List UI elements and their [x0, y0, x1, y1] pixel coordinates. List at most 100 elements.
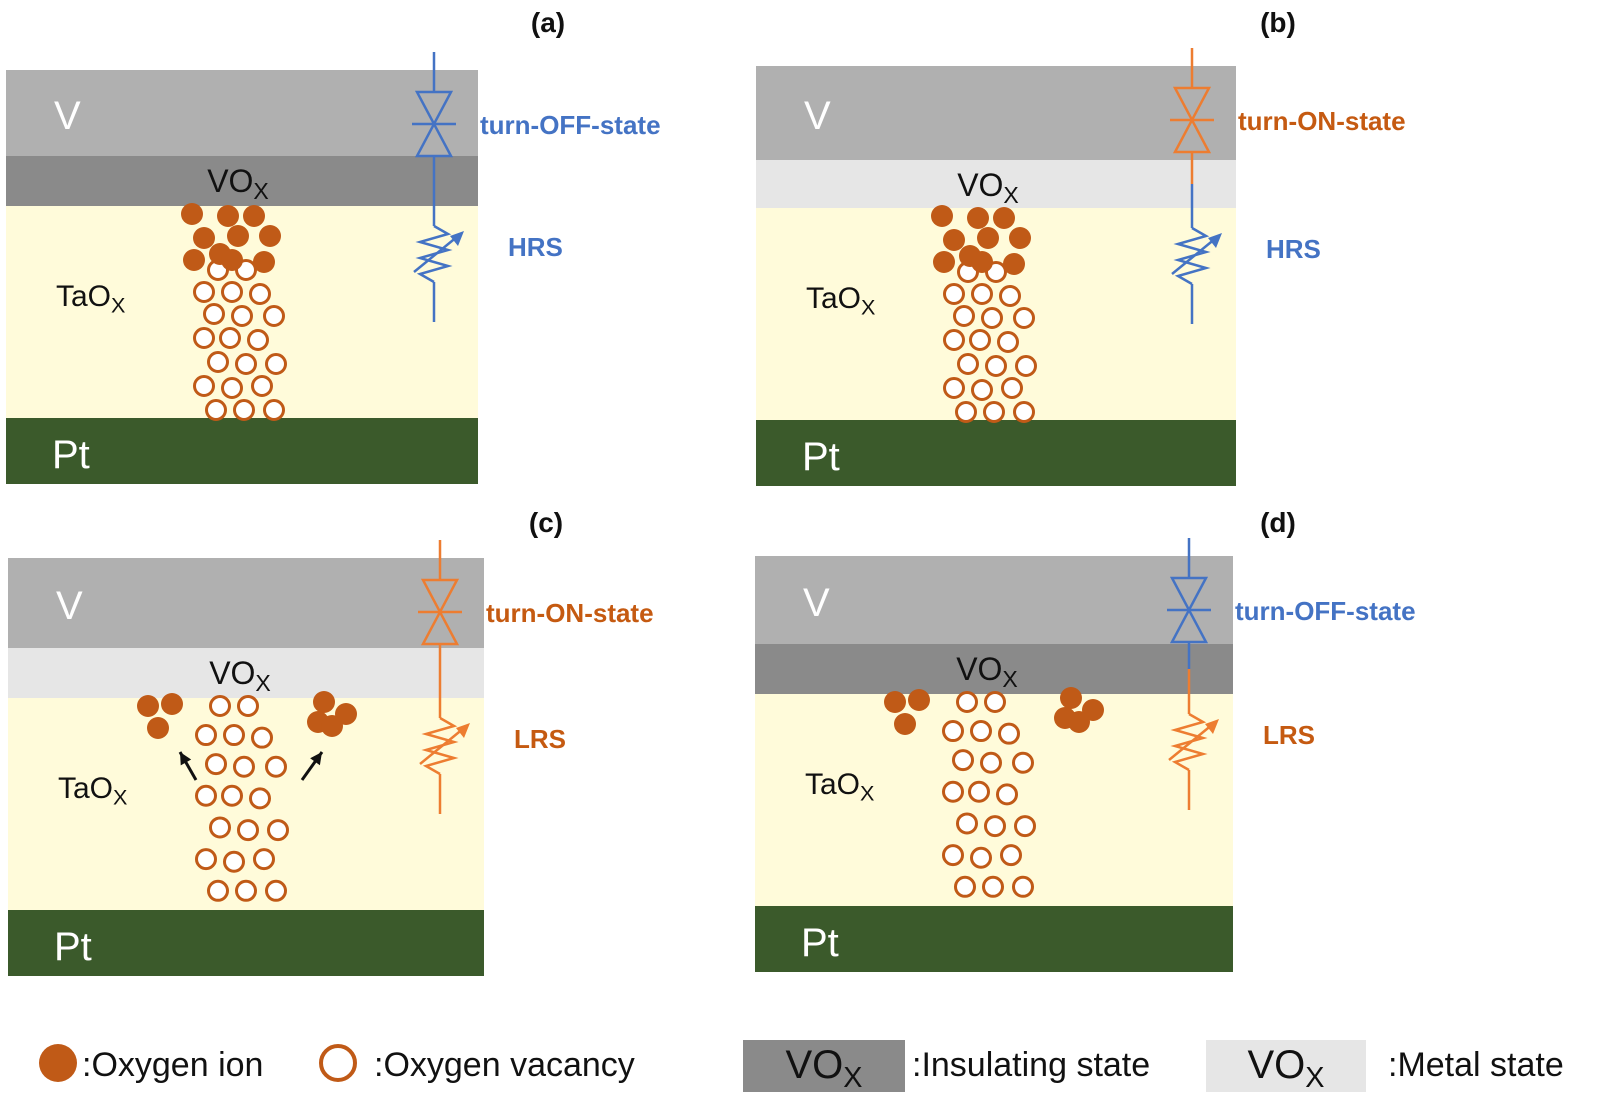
vox-layer-label: VOX: [956, 651, 1018, 692]
taox-layer: [8, 698, 484, 910]
oxygen-ion: [137, 695, 159, 717]
v-layer: [756, 66, 1236, 160]
pt-label: Pt: [802, 435, 840, 479]
taox-layer-label: TaOX: [805, 768, 874, 806]
oxygen-ion: [1003, 253, 1025, 275]
v-layer-label: V: [804, 94, 831, 138]
oxygen-ion: [1060, 687, 1082, 709]
oxygen-vacancy: [203, 303, 225, 325]
taox-layer-label: TaOX: [58, 772, 127, 810]
oxygen-vacancy: [207, 879, 229, 902]
oxygen-vacancy: [1013, 307, 1035, 329]
oxygen-vacancy: [942, 720, 964, 743]
oxygen-ion: [259, 225, 281, 247]
oxygen-vacancy: [943, 283, 965, 305]
legend-insulating-swatch-text: VOX: [785, 1043, 862, 1094]
legend-oxygen-vacancy-swatch: [319, 1044, 357, 1082]
v-layer: [755, 556, 1233, 644]
oxygen-ion: [908, 689, 930, 711]
oxygen-vacancy: [223, 850, 245, 873]
panel-label: (b): [1260, 7, 1296, 38]
taox-layer-label-main: TaO: [805, 768, 860, 801]
oxygen-vacancy: [209, 816, 231, 839]
oxygen-vacancy: [984, 691, 1006, 713]
oxygen-vacancy: [982, 875, 1004, 898]
variable-resistor-icon: [1171, 226, 1222, 286]
migration-arrowhead: [180, 752, 192, 766]
legend-insulating-swatch-text-main: VO: [785, 1043, 843, 1087]
vox-layer-metal: [756, 160, 1236, 208]
vox-layer-label-main: VO: [956, 651, 1002, 687]
legend-insulating-swatch: [743, 1040, 905, 1092]
taox-layer-label-sub: X: [113, 785, 127, 810]
oxygen-ion: [183, 249, 205, 271]
oxygen-vacancy: [971, 283, 993, 305]
pt-label: Pt: [54, 925, 92, 969]
oxygen-ion: [217, 205, 239, 227]
oxygen-vacancy: [249, 283, 271, 305]
oxygen-vacancy: [251, 726, 273, 749]
legend-insulating-label: :Insulating state: [912, 1046, 1150, 1084]
oxygen-vacancy: [221, 377, 243, 399]
circuit-symbol: [418, 540, 470, 814]
oxygen-vacancy: [953, 305, 975, 327]
taox-layer-label-main: TaO: [806, 282, 861, 315]
oxygen-ion: [1009, 227, 1031, 249]
oxygen-vacancy: [983, 401, 1005, 423]
oxygen-ion: [313, 691, 335, 713]
legend-oxygen-ion-swatch: [39, 1044, 77, 1082]
oxygen-vacancy: [998, 722, 1020, 745]
legend-metal-swatch-text-sub: X: [1305, 1062, 1324, 1094]
resistance-state-label: HRS: [508, 232, 563, 262]
taox-layer-label-sub: X: [860, 781, 874, 806]
taox-layer-label-main: TaO: [58, 772, 113, 805]
switch-state-label: turn-OFF-state: [1235, 596, 1416, 626]
oxygen-ion: [193, 227, 215, 249]
oxygen-vacancy: [221, 281, 243, 303]
oxygen-ion: [971, 251, 993, 273]
pt-electrode: [6, 418, 478, 484]
panel-label: (d): [1260, 507, 1296, 538]
vox-layer-label-sub: X: [1002, 666, 1017, 692]
pt-electrode: [755, 906, 1233, 972]
legend-metal-label: :Metal state: [1388, 1046, 1564, 1084]
taox-layer-label: TaOX: [806, 282, 875, 320]
vox-layer-label-main: VO: [957, 167, 1003, 203]
oxygen-vacancy: [263, 305, 285, 327]
oxygen-vacancy: [1014, 815, 1036, 838]
switch-state-label: turn-OFF-state: [480, 110, 661, 140]
oxygen-vacancy: [233, 755, 255, 778]
v-layer: [6, 70, 478, 156]
pt-label: Pt: [52, 433, 90, 477]
oxygen-ion: [227, 225, 249, 247]
switch-state-label: turn-ON-state: [1238, 106, 1406, 136]
oxygen-vacancy: [968, 780, 990, 803]
oxygen-vacancy: [942, 844, 964, 867]
oxygen-vacancy: [265, 879, 287, 902]
oxygen-vacancy: [205, 399, 227, 421]
legend-metal-swatch-text: VOX: [1247, 1043, 1324, 1094]
oxygen-ion: [993, 207, 1015, 229]
vox-layer-insulating: [6, 156, 478, 206]
oxygen-vacancy: [233, 399, 255, 421]
resistance-state-label: LRS: [1263, 720, 1315, 750]
oxygen-vacancy: [195, 784, 217, 807]
vox-layer-label-main: VO: [209, 655, 255, 691]
oxygen-vacancy: [942, 780, 964, 803]
circuit-symbol: [412, 52, 464, 322]
legend-oxygen-vacancy-label: :Oxygen vacancy: [374, 1046, 635, 1084]
oxygen-vacancy: [231, 305, 253, 327]
oxygen-ion: [243, 205, 265, 227]
oxygen-vacancy: [955, 401, 977, 423]
oxygen-vacancy: [195, 724, 217, 747]
migration-arrowhead: [310, 752, 322, 766]
vox-layer-label: VOX: [957, 167, 1019, 208]
taox-layer-label-sub: X: [861, 295, 875, 320]
oxygen-vacancy: [247, 329, 269, 351]
oxygen-vacancy: [205, 753, 227, 776]
